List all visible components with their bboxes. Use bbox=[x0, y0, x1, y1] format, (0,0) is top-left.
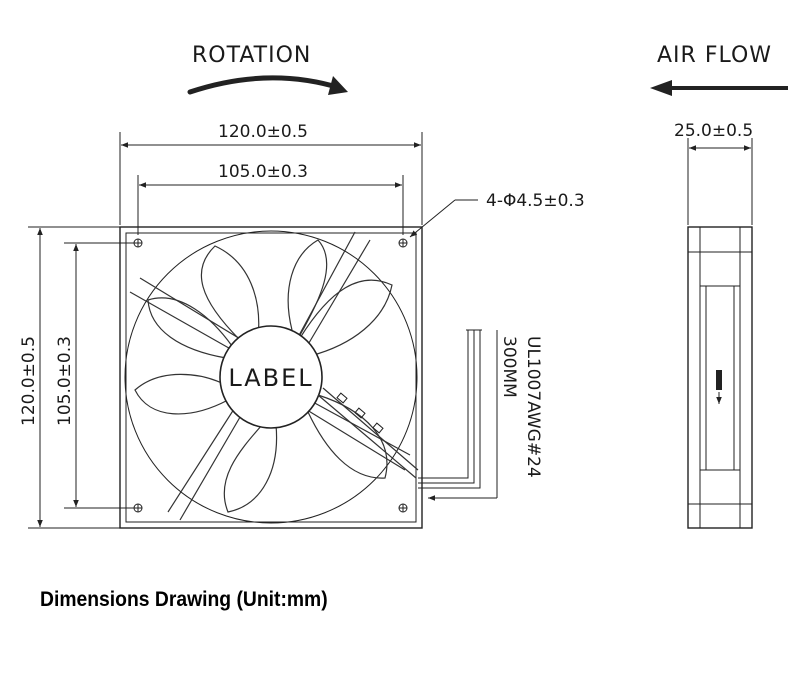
cable: 300MM UL1007AWG#24 bbox=[418, 329, 543, 501]
hole-spacing-width-dimension: 105.0±0.3 bbox=[137, 162, 404, 235]
hole-spacing-height-label: 105.0±0.3 bbox=[55, 336, 75, 426]
mounting-hole-icon bbox=[133, 238, 408, 513]
cable-length-label: 300MM bbox=[499, 336, 519, 398]
rotation-heading: ROTATION bbox=[192, 43, 311, 68]
thickness-dimension: 25.0±0.5 bbox=[674, 121, 753, 225]
thickness-label: 25.0±0.5 bbox=[674, 121, 753, 141]
wire-spec-label: UL1007AWG#24 bbox=[523, 336, 543, 478]
fan-blades bbox=[134, 239, 393, 513]
mounting-hole-callout: 4-Φ4.5±0.3 bbox=[409, 191, 585, 238]
outer-width-dimension: 120.0±0.5 bbox=[119, 122, 423, 225]
hub-label: LABEL bbox=[228, 364, 313, 392]
fan-front-view: LABEL bbox=[119, 226, 423, 529]
hole-spacing-height-dimension: 105.0±0.3 bbox=[55, 242, 138, 509]
wire-channel bbox=[317, 387, 419, 479]
mounting-hole-label: 4-Φ4.5±0.3 bbox=[486, 191, 585, 211]
fan-side-view bbox=[687, 226, 753, 529]
drawing-caption: Dimensions Drawing (Unit:mm) bbox=[40, 588, 328, 611]
hole-spacing-width-label: 105.0±0.3 bbox=[218, 162, 308, 182]
air-flow-heading: AIR FLOW bbox=[657, 43, 772, 68]
outer-height-label: 120.0±0.5 bbox=[19, 336, 39, 426]
outer-width-label: 120.0±0.5 bbox=[218, 122, 308, 142]
outer-height-dimension: 120.0±0.5 bbox=[19, 226, 120, 529]
air-flow-arrow-icon bbox=[650, 80, 788, 96]
fan-hub bbox=[219, 325, 323, 429]
side-label-mark bbox=[716, 370, 722, 390]
rotation-arrow-icon bbox=[187, 75, 343, 95]
